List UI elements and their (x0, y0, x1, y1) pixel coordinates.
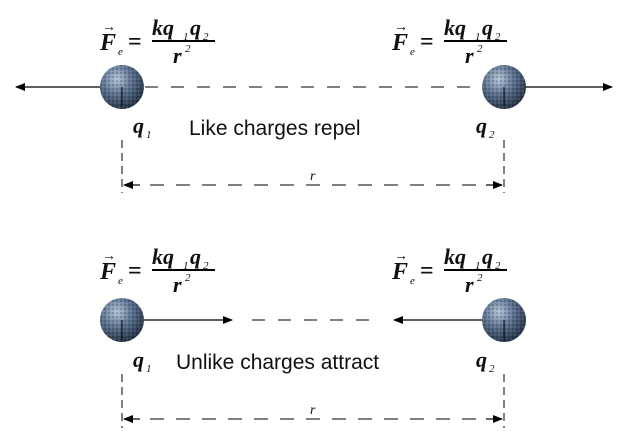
numerator-k: k (444, 244, 455, 269)
svg-text:2: 2 (495, 31, 501, 43)
svg-text:kq: kq (444, 244, 466, 269)
numerator-q1-sub: 1 (183, 31, 189, 43)
svg-text:e: e (118, 46, 123, 58)
denominator-exp: 2 (477, 272, 483, 284)
formula-left-attract: → F e = kq 1 q 2 r 2 (99, 244, 215, 297)
denominator-exp: 2 (185, 43, 191, 55)
svg-text:r: r (465, 272, 474, 297)
svg-text:F: F (99, 30, 116, 56)
svg-text:=: = (128, 258, 142, 284)
svg-text:kq: kq (152, 244, 174, 269)
svg-text:e: e (410, 275, 415, 287)
svg-text:F: F (391, 259, 408, 285)
denominator-r: r (173, 272, 182, 297)
numerator-q1: q (163, 15, 174, 40)
numerator-q2: q (190, 15, 201, 40)
force-subscript: e (410, 46, 415, 58)
force-symbol: F (99, 30, 116, 56)
svg-text:r: r (465, 43, 474, 68)
svg-text:e: e (118, 275, 123, 287)
numerator-k: k (152, 244, 163, 269)
force-subscript: e (410, 275, 415, 287)
svg-text:1: 1 (183, 260, 189, 272)
numerator-q1: q (455, 15, 466, 40)
svg-text:q: q (190, 244, 201, 269)
numerator-q2: q (190, 244, 201, 269)
svg-text:F: F (99, 259, 116, 285)
distance-label-r: r (310, 169, 316, 184)
formula-right-repel: → F e = kq 1 q 2 r 2 (391, 15, 507, 68)
numerator-q1: q (455, 244, 466, 269)
numerator-q2-sub: 2 (203, 31, 209, 43)
svg-text:kq: kq (444, 15, 466, 40)
force-symbol: F (99, 259, 116, 285)
force-symbol: F (391, 30, 408, 56)
formula-right-attract: → F e = kq 1 q 2 r 2 (391, 244, 507, 297)
charge-label-q1-sub: 1 (146, 363, 152, 375)
numerator-q1-sub: 1 (475, 260, 481, 272)
svg-text:1: 1 (475, 260, 481, 272)
svg-text:=: = (420, 258, 434, 284)
equals-sign: = (128, 258, 142, 284)
charge-label-q1-sub: 1 (146, 129, 152, 141)
svg-text:1: 1 (475, 31, 481, 43)
charge-label-q2: q (476, 113, 487, 138)
force-vector-arrow: → (394, 20, 408, 35)
denominator-exp: 2 (185, 272, 191, 284)
svg-text:2: 2 (185, 272, 191, 284)
caption-attract: Unlike charges attract (176, 351, 379, 374)
denominator-exp: 2 (477, 43, 483, 55)
panel-attract: → F e = kq 1 q 2 r 2 → F e = kq 1 q 2 r … (99, 244, 526, 428)
svg-text:q: q (482, 15, 493, 40)
force-subscript: e (118, 46, 123, 58)
equals-sign: = (420, 29, 434, 55)
force-subscript: e (118, 275, 123, 287)
denominator-r: r (465, 272, 474, 297)
svg-text:2: 2 (185, 43, 191, 55)
svg-text:q: q (190, 15, 201, 40)
charge-label-q2-sub: 2 (489, 129, 495, 141)
svg-text:2: 2 (495, 260, 501, 272)
charge-label-q2-sub: 2 (489, 363, 495, 375)
charge-label-q2: q (476, 347, 487, 372)
svg-text:=: = (128, 29, 142, 55)
svg-text:e: e (410, 46, 415, 58)
numerator-q1-sub: 1 (183, 260, 189, 272)
distance-label-r: r (310, 403, 316, 418)
svg-text:2: 2 (477, 272, 483, 284)
numerator-q2: q (482, 244, 493, 269)
svg-text:q: q (482, 244, 493, 269)
numerator-q2: q (482, 15, 493, 40)
numerator-q2-sub: 2 (203, 260, 209, 272)
svg-text:F: F (391, 30, 408, 56)
svg-text:=: = (420, 29, 434, 55)
force-symbol: F (391, 259, 408, 285)
charge-label-q1: q (133, 347, 144, 372)
equals-sign: = (128, 29, 142, 55)
numerator-q1-sub: 1 (475, 31, 481, 43)
numerator-q2-sub: 2 (495, 31, 501, 43)
force-vector-arrow: → (102, 20, 116, 35)
force-vector-arrow: → (394, 249, 408, 264)
charge-label-q1: q (133, 113, 144, 138)
equals-sign: = (420, 258, 434, 284)
svg-text:2: 2 (203, 31, 209, 43)
svg-text:2: 2 (477, 43, 483, 55)
numerator-k: k (152, 15, 163, 40)
denominator-r: r (465, 43, 474, 68)
force-vector-arrow: → (102, 249, 116, 264)
svg-text:r: r (173, 272, 182, 297)
caption-repel: Like charges repel (189, 117, 361, 140)
svg-text:1: 1 (183, 31, 189, 43)
svg-text:2: 2 (203, 260, 209, 272)
formula-left-repel: → F e = kq 1 q 2 r 2 (99, 15, 215, 68)
denominator-r: r (173, 43, 182, 68)
panel-repel: → F e = kq 1 q 2 r 2 → F e = kq 1 q 2 r … (15, 15, 613, 193)
svg-text:r: r (173, 43, 182, 68)
svg-text:kq: kq (152, 15, 174, 40)
numerator-q2-sub: 2 (495, 260, 501, 272)
numerator-k: k (444, 15, 455, 40)
numerator-q1: q (163, 244, 174, 269)
